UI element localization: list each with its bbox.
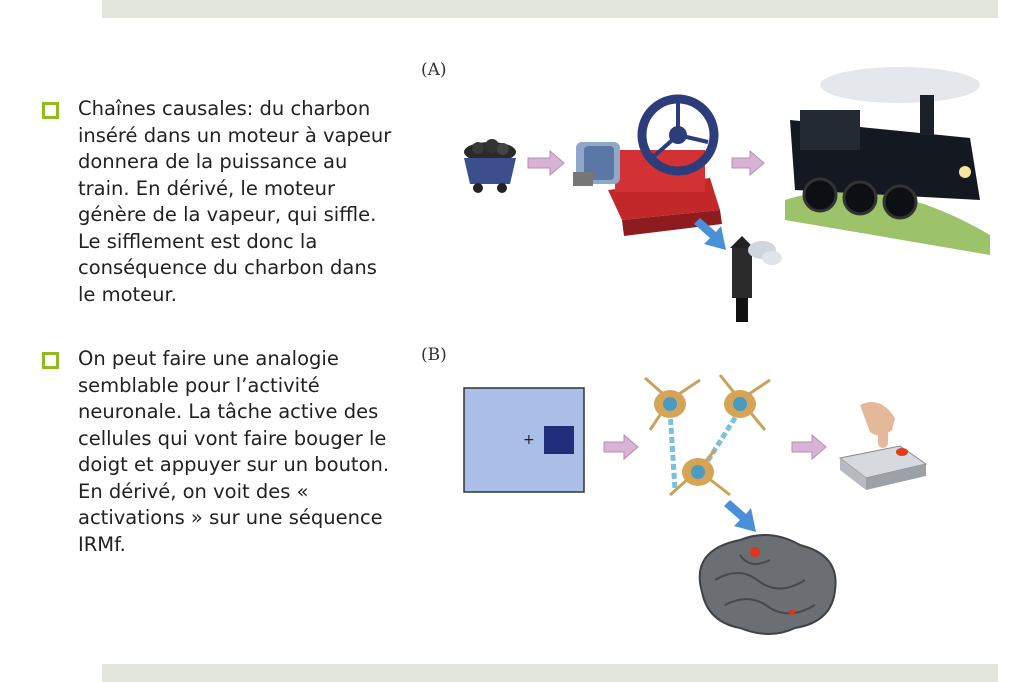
steam-engine-icon	[573, 94, 722, 236]
arrow-pink-icon	[603, 433, 639, 461]
panel-a-label: (A)	[421, 60, 447, 80]
arrow-pink-icon	[527, 149, 565, 177]
bullet-item-causal-chain: Chaînes causales: du charbon inséré dans…	[38, 96, 398, 308]
arrow-pink-icon	[791, 433, 827, 461]
bullet-list: Chaînes causales: du charbon inséré dans…	[38, 96, 398, 596]
panel-a-illustration	[464, 67, 990, 322]
bottom-decor-bar	[102, 664, 998, 682]
neuron-network-icon	[644, 374, 771, 497]
arrow-blue-icon	[724, 500, 756, 532]
fixation-cross: +	[523, 432, 535, 448]
top-decor-bar	[102, 0, 998, 18]
bullet-text: On peut faire une analogie semblable pou…	[78, 347, 390, 556]
panel-b-illustration: +	[463, 374, 928, 635]
bullet-square-icon	[42, 102, 59, 119]
bullet-item-neural-analogy: On peut faire une analogie semblable pou…	[38, 346, 398, 558]
arrow-blue-icon	[694, 218, 726, 250]
arrow-pink-icon	[731, 149, 765, 177]
coal-cart-icon	[464, 139, 516, 193]
steam-train-icon	[785, 67, 990, 255]
panel-b-label: (B)	[421, 345, 447, 365]
bullet-square-icon	[42, 352, 59, 369]
brain-icon	[698, 534, 837, 635]
button-press-icon	[838, 401, 928, 490]
bullet-text: Chaînes causales: du charbon inséré dans…	[78, 97, 392, 306]
stimulus-screen: +	[463, 387, 585, 493]
steam-whistle-icon	[730, 236, 782, 322]
